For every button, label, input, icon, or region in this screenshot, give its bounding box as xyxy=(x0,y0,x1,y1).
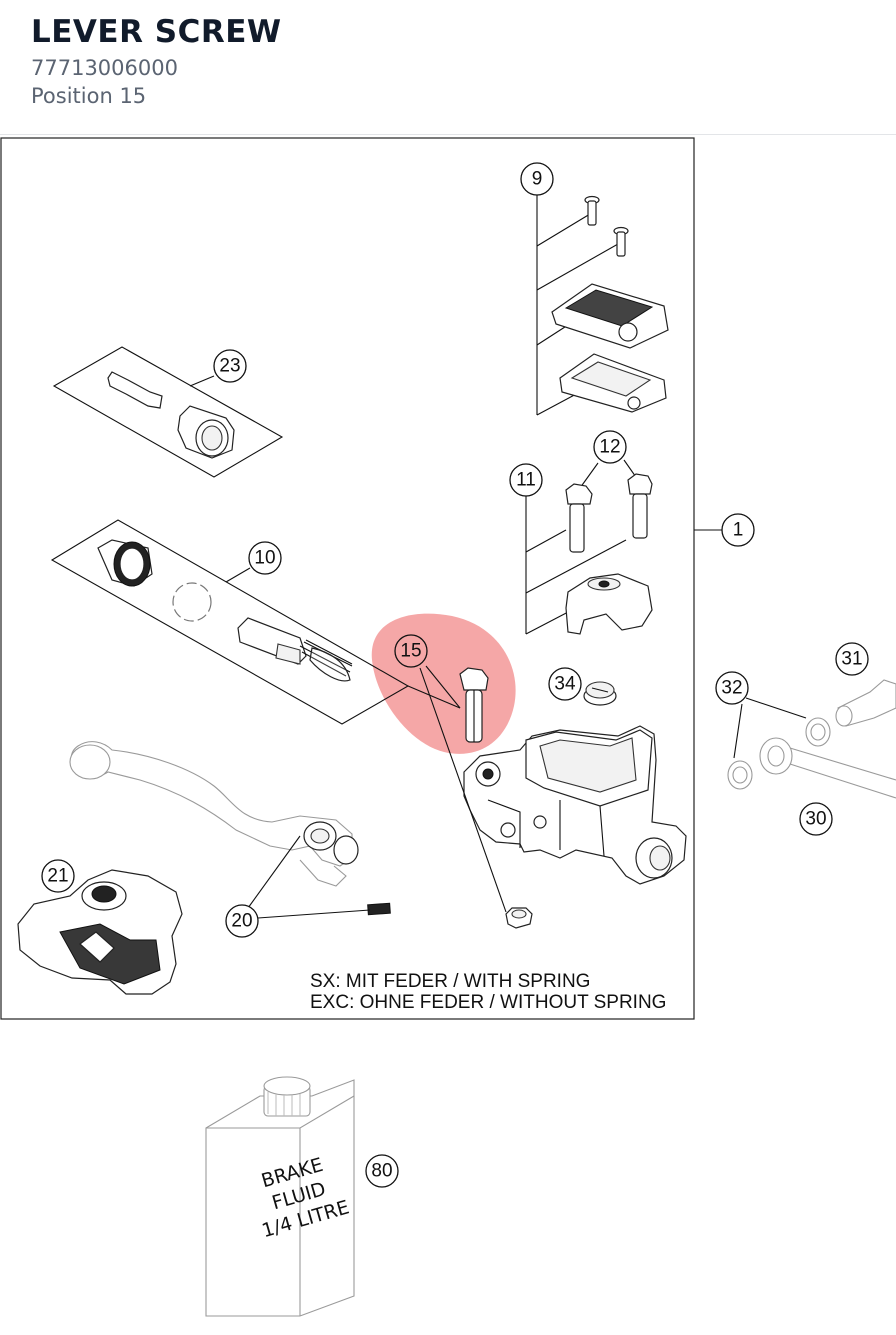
callout-10[interactable]: 10 xyxy=(248,541,282,575)
callout-21-label: 23 xyxy=(219,356,240,377)
brake-hose-group xyxy=(727,679,896,799)
callout-30-label: 30 xyxy=(805,809,826,830)
part-21-kit xyxy=(52,346,284,478)
callout-80-label: 80 xyxy=(371,1161,392,1182)
callout-10-label: 10 xyxy=(254,548,275,569)
callout-32-leader-a xyxy=(733,703,743,759)
callout-20-leader-b xyxy=(257,909,371,919)
callout-34[interactable]: 34 xyxy=(548,667,582,701)
note-without-spring: EXC: OHNE FEDER / WITHOUT SPRING xyxy=(310,992,666,1013)
callout-31[interactable]: 31 xyxy=(835,642,869,676)
callout-23-label: 21 xyxy=(47,866,68,887)
brake-lever xyxy=(69,741,391,916)
callout-21[interactable]: 23 xyxy=(213,349,247,383)
callout-20-leader-a xyxy=(247,835,301,909)
callout-34-label: 34 xyxy=(554,674,576,695)
callout-1-label: 1 xyxy=(733,520,744,541)
highlight-marker xyxy=(371,613,516,754)
part-34-cap xyxy=(583,681,617,706)
part-header: LEVER SCREW 77713006000 Position 15 xyxy=(0,0,896,134)
callout-30[interactable]: 30 xyxy=(799,802,833,836)
callout-32-leader-b xyxy=(745,697,807,719)
part-position: Position 15 xyxy=(31,84,147,108)
part-23-guard xyxy=(17,869,183,995)
callout-9-label: 9 xyxy=(532,169,543,190)
callout-15[interactable]: 15 xyxy=(394,634,428,668)
callout-20[interactable]: 20 xyxy=(225,904,259,938)
callout-9[interactable]: 9 xyxy=(520,162,554,196)
part-15-nut xyxy=(505,907,533,929)
callout-20-label: 20 xyxy=(231,911,252,932)
part-11-12-group xyxy=(525,459,653,635)
part-15-lever-screw xyxy=(459,667,489,743)
part-number: 77713006000 xyxy=(31,56,178,80)
callout-23[interactable]: 21 xyxy=(41,859,75,893)
header-divider xyxy=(0,134,896,135)
callout-32[interactable]: 32 xyxy=(715,671,749,705)
master-cylinder-body xyxy=(463,725,687,885)
callout-12-label: 12 xyxy=(599,437,620,458)
callout-15-leader-nut xyxy=(419,667,507,913)
callout-12[interactable]: 12 xyxy=(593,430,627,464)
note-with-spring: SX: MIT FEDER / WITH SPRING xyxy=(310,971,590,992)
part-9-group xyxy=(536,195,669,416)
callout-80[interactable]: 80 xyxy=(365,1154,399,1188)
callout-11-label: 11 xyxy=(516,470,536,491)
diagram-frame xyxy=(0,137,695,1020)
callout-1[interactable]: 1 xyxy=(721,513,755,547)
part-10-kit xyxy=(50,519,410,725)
part-80-brake-fluid-bottle: BRAKE FLUID 1/4 LITRE xyxy=(205,1076,355,1317)
callout-15-label: 15 xyxy=(400,641,421,662)
part-title: LEVER SCREW xyxy=(31,14,282,50)
callout-15-leader-screw xyxy=(425,665,461,709)
callout-32-label: 32 xyxy=(721,678,742,699)
callout-31-label: 31 xyxy=(841,649,862,670)
callout-11[interactable]: 11 xyxy=(509,463,543,497)
